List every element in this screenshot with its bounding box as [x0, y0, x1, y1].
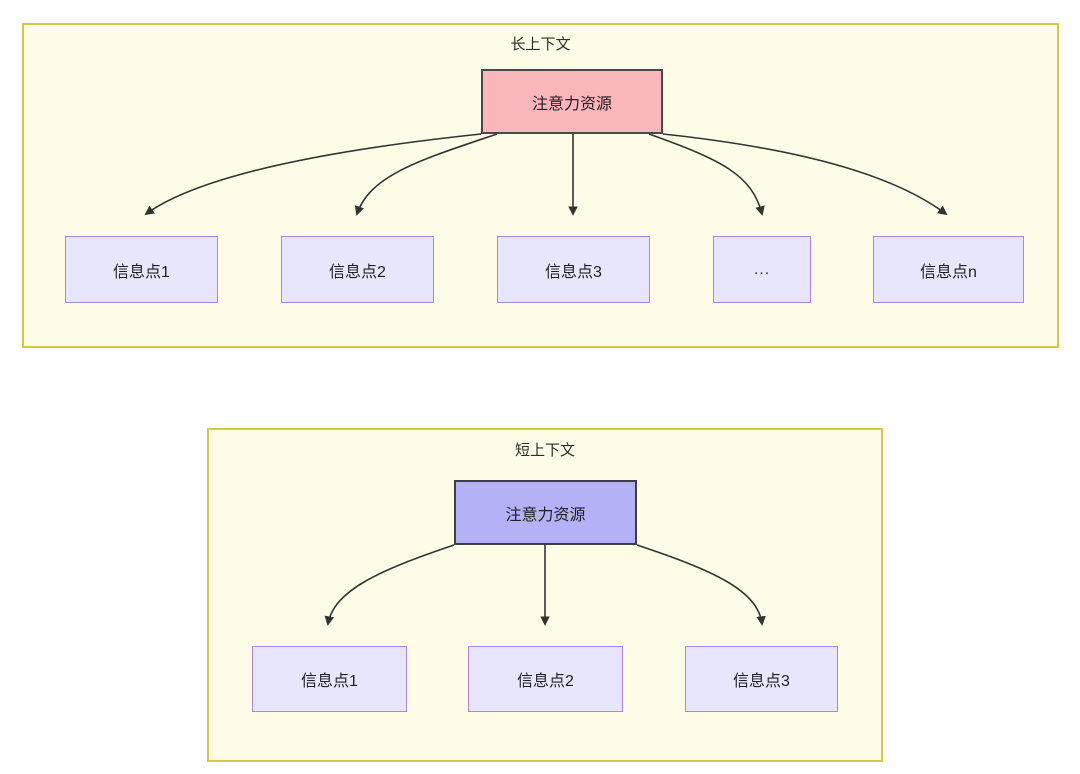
node-label: 注意力资源	[505, 506, 586, 524]
node-label: 信息点2	[517, 673, 574, 690]
node-short-info-point-1[interactable]: 信息点1	[252, 646, 407, 712]
node-label: 信息点1	[113, 263, 170, 281]
node-label: ...	[753, 260, 771, 278]
node-short-info-point-3[interactable]: 信息点3	[685, 646, 838, 712]
node-long-info-point-3[interactable]: 信息点3	[497, 236, 650, 303]
group-long-context-title: 长上下文	[510, 36, 571, 53]
node-long-attention-resource[interactable]: 注意力资源	[481, 69, 663, 134]
node-label: 信息点2	[329, 263, 386, 281]
node-long-info-point-ellipsis[interactable]: ...	[713, 236, 811, 303]
node-label: 信息点n	[920, 263, 977, 281]
node-long-info-point-n[interactable]: 信息点n	[873, 236, 1024, 303]
node-label: 注意力资源	[531, 95, 612, 113]
node-short-attention-resource[interactable]: 注意力资源	[454, 480, 637, 545]
node-label: 信息点1	[301, 673, 358, 690]
node-label: 信息点3	[733, 673, 790, 690]
node-long-info-point-2[interactable]: 信息点2	[281, 236, 434, 303]
node-long-info-point-1[interactable]: 信息点1	[65, 236, 218, 303]
node-label: 信息点3	[545, 263, 602, 281]
node-short-info-point-2[interactable]: 信息点2	[468, 646, 623, 712]
group-short-context-title: 短上下文	[514, 442, 575, 459]
